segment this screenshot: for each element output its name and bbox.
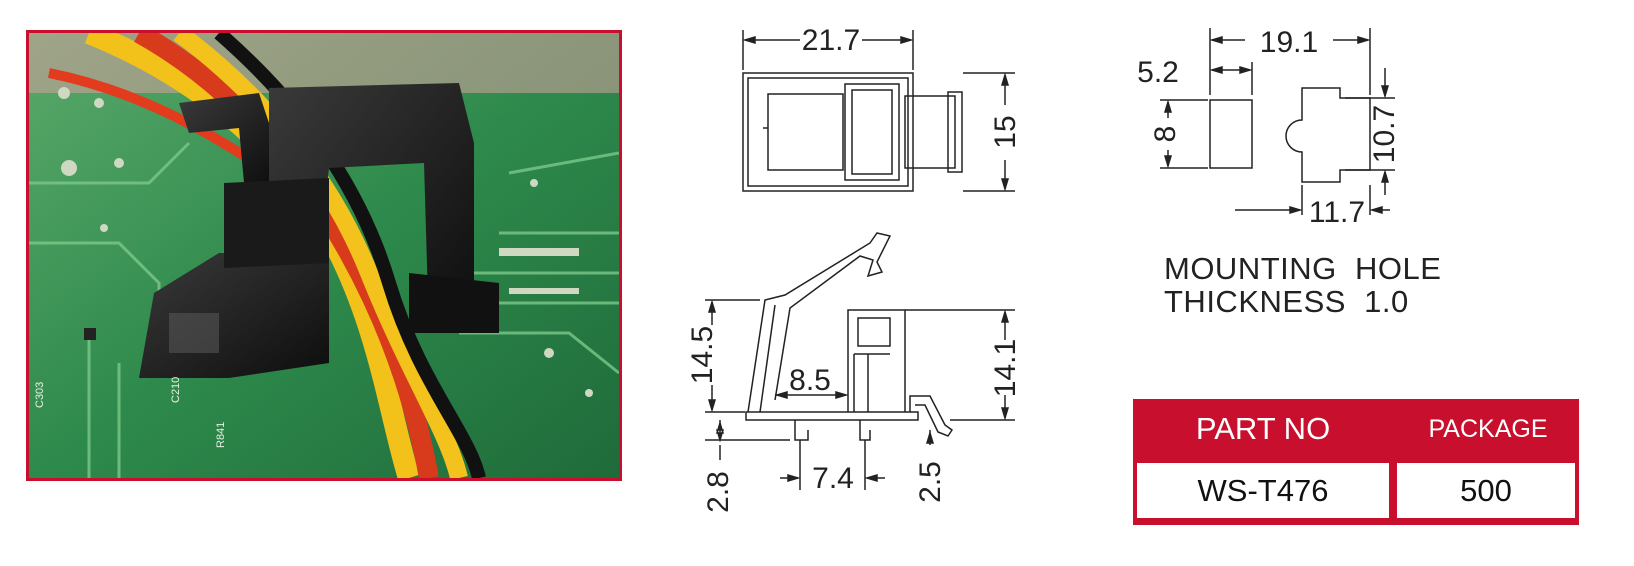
dim-hole-slot-height bbox=[1160, 99, 1208, 169]
mounting-note: MOUNTING HOLE THICKNESS 1.0 bbox=[1164, 252, 1441, 318]
label-hole-height: 10.7 bbox=[1368, 105, 1401, 163]
dim-hole-slot bbox=[1209, 62, 1253, 95]
label-hole-width: 11.7 bbox=[1309, 196, 1365, 229]
top-view bbox=[742, 72, 963, 192]
cell-part-no: WS-T476 bbox=[1137, 463, 1389, 518]
label-side-right-height: 14.1 bbox=[989, 339, 1022, 397]
header-package: PACKAGE bbox=[1428, 414, 1548, 443]
product-photo: C210 R841 C303 bbox=[26, 30, 622, 481]
side-view bbox=[745, 232, 954, 441]
note-line-2: THICKNESS 1.0 bbox=[1164, 284, 1409, 319]
label-hole-slot: 5.2 bbox=[1137, 56, 1179, 89]
dim-hole-total bbox=[1209, 28, 1371, 95]
label-hole-slot-height: 8 bbox=[1149, 126, 1182, 143]
cable-clip bbox=[139, 83, 499, 378]
board-label-c210: C210 bbox=[170, 377, 182, 403]
dim-side-inner bbox=[774, 390, 849, 400]
note-line-1: MOUNTING HOLE bbox=[1164, 251, 1442, 286]
label-hole-total: 19.1 bbox=[1260, 26, 1318, 59]
dim-leg-spacing bbox=[780, 440, 885, 490]
label-leg-height: 2.8 bbox=[702, 471, 735, 513]
label-side-inner: 8.5 bbox=[789, 364, 831, 397]
dim-side-right-height bbox=[905, 309, 1015, 421]
cell-package: 500 bbox=[1397, 463, 1575, 518]
mounting-hole-view bbox=[1209, 87, 1371, 183]
header-part-no: PART NO bbox=[1195, 411, 1331, 446]
dim-top-width bbox=[742, 30, 914, 70]
label-top-height: 15 bbox=[989, 115, 1022, 148]
board-label-c303: C303 bbox=[34, 382, 46, 408]
dim-top-height bbox=[963, 72, 1015, 192]
label-top-width: 21.7 bbox=[802, 24, 860, 57]
label-leg-depth: 2.5 bbox=[914, 461, 947, 503]
dim-hole-height bbox=[1345, 68, 1395, 195]
part-table: PART NO PACKAGE WS-T476 500 bbox=[1133, 399, 1579, 525]
dim-hole-width bbox=[1235, 185, 1390, 215]
board-label-r841: R841 bbox=[215, 422, 227, 448]
label-leg-spacing: 7.4 bbox=[812, 462, 854, 495]
photo-illustration: C210 R841 C303 bbox=[29, 33, 619, 478]
dim-side-left-height bbox=[705, 299, 760, 413]
label-side-left-height: 14.5 bbox=[686, 326, 719, 384]
dim-leg-height bbox=[705, 420, 790, 460]
dim-leg-depth bbox=[925, 430, 935, 445]
